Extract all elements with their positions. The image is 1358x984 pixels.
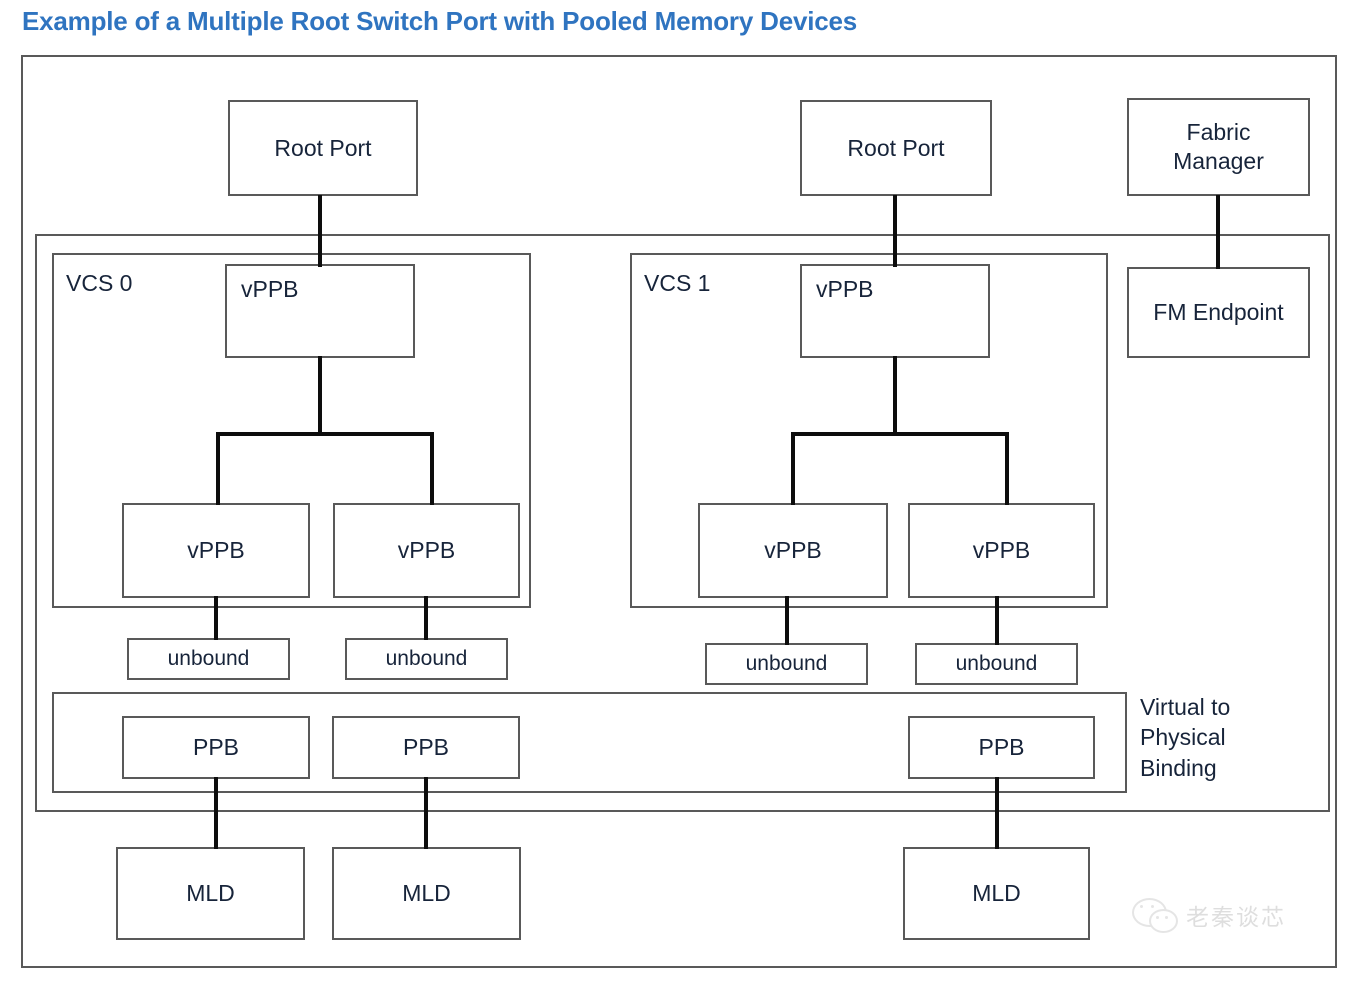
connector-vcs0-branch-bus <box>216 432 434 436</box>
watermark-text: 老秦谈芯 <box>1186 905 1286 931</box>
vcs-container-1 <box>630 253 1108 608</box>
virtual-to-physical-binding-label: Virtual to Physical Binding <box>1140 692 1300 783</box>
connector-vcs0-branch-right <box>430 432 434 505</box>
mld-label-0: MLD <box>186 880 235 907</box>
connector-vcs0-vppb0-to-unbound0 <box>214 596 218 640</box>
binding-label-line3: Binding <box>1140 754 1217 781</box>
diagram-outer-border <box>21 55 1337 968</box>
ppb-label-1: PPB <box>402 734 450 761</box>
connector-ppb2-to-mld2 <box>995 777 999 849</box>
ppb-box-2[interactable]: PPB <box>908 716 1095 779</box>
switch-container <box>35 234 1330 812</box>
unbound-box-3[interactable]: unbound <box>915 643 1078 685</box>
connector-vcs0-vppb-stem <box>318 356 322 434</box>
fabric-manager-box[interactable]: Fabric Manager <box>1127 98 1310 196</box>
vcs0-downstream-vppb-label-0: vPPB <box>187 537 245 564</box>
vcs1-upstream-vppb-box[interactable]: vPPB <box>800 264 990 358</box>
mld-box-2[interactable]: MLD <box>903 847 1090 940</box>
mld-box-0[interactable]: MLD <box>116 847 305 940</box>
connector-vcs1-branch-left <box>791 432 795 505</box>
wechat-icon <box>1132 898 1178 933</box>
unbound-label-3: unbound <box>955 651 1038 675</box>
connector-rootport1-to-vppb <box>893 195 897 267</box>
connector-vcs1-vppb-stem <box>893 356 897 434</box>
fabric-manager-label-line1: Fabric <box>1186 118 1251 145</box>
unbound-label-2: unbound <box>745 651 828 675</box>
connector-vcs1-branch-right <box>1005 432 1009 505</box>
vcs1-downstream-vppb-box-0[interactable]: vPPB <box>698 503 888 598</box>
page-title: Example of a Multiple Root Switch Port w… <box>22 6 858 36</box>
vcs-label-0: VCS 0 <box>66 270 133 296</box>
vcs1-upstream-vppb-label: vPPB <box>816 276 874 302</box>
connector-rootport0-to-vppb <box>318 195 322 267</box>
virtual-to-physical-binding-container <box>52 692 1127 793</box>
mld-box-1[interactable]: MLD <box>332 847 521 940</box>
connector-ppb1-to-mld1 <box>424 777 428 849</box>
connector-vcs1-branch-bus <box>791 432 1009 436</box>
unbound-box-2[interactable]: unbound <box>705 643 868 685</box>
fabric-manager-label-line2: Manager <box>1173 148 1264 174</box>
ppb-label-0: PPB <box>192 734 240 761</box>
unbound-box-0[interactable]: unbound <box>127 638 290 680</box>
ppb-box-1[interactable]: PPB <box>332 716 520 779</box>
connector-vcs0-vppb1-to-unbound1 <box>424 596 428 640</box>
vcs1-downstream-vppb-label-0: vPPB <box>764 537 822 564</box>
root-port-box-1[interactable]: Root Port <box>800 100 992 196</box>
binding-label-line2: Physical <box>1140 724 1226 751</box>
unbound-label-0: unbound <box>167 646 250 670</box>
connector-fabricmanager-to-fmendpoint <box>1216 195 1220 269</box>
mld-label-1: MLD <box>402 880 451 907</box>
watermark: 老秦谈芯 <box>1132 898 1286 933</box>
vcs0-downstream-vppb-label-1: vPPB <box>397 537 456 564</box>
vcs1-downstream-vppb-box-1[interactable]: vPPB <box>908 503 1095 598</box>
vcs-label-1: VCS 1 <box>644 270 711 296</box>
mld-label-2: MLD <box>972 880 1021 907</box>
fm-endpoint-box[interactable]: FM Endpoint <box>1127 267 1310 358</box>
connector-ppb0-to-mld0 <box>214 777 218 849</box>
ppb-box-0[interactable]: PPB <box>122 716 310 779</box>
connector-vcs1-vppb1-to-unbound3 <box>995 596 999 645</box>
root-port-label-0: Root Port <box>274 134 372 161</box>
root-port-box-0[interactable]: Root Port <box>228 100 418 196</box>
vcs0-upstream-vppb-label: vPPB <box>241 276 299 302</box>
vcs-container-0 <box>52 253 531 608</box>
root-port-label-1: Root Port <box>847 134 945 161</box>
binding-label-line1: Virtual to <box>1140 694 1231 720</box>
vcs0-downstream-vppb-box-0[interactable]: vPPB <box>122 503 310 598</box>
unbound-label-1: unbound <box>385 646 468 670</box>
ppb-label-2: PPB <box>978 734 1025 761</box>
fm-endpoint-label: FM Endpoint <box>1153 299 1284 326</box>
vcs1-downstream-vppb-label-1: vPPB <box>972 537 1031 564</box>
connector-vcs0-branch-left <box>216 432 220 505</box>
vcs0-upstream-vppb-box[interactable]: vPPB <box>225 264 415 358</box>
unbound-box-1[interactable]: unbound <box>345 638 508 680</box>
connector-vcs1-vppb0-to-unbound2 <box>785 596 789 645</box>
vcs0-downstream-vppb-box-1[interactable]: vPPB <box>333 503 520 598</box>
